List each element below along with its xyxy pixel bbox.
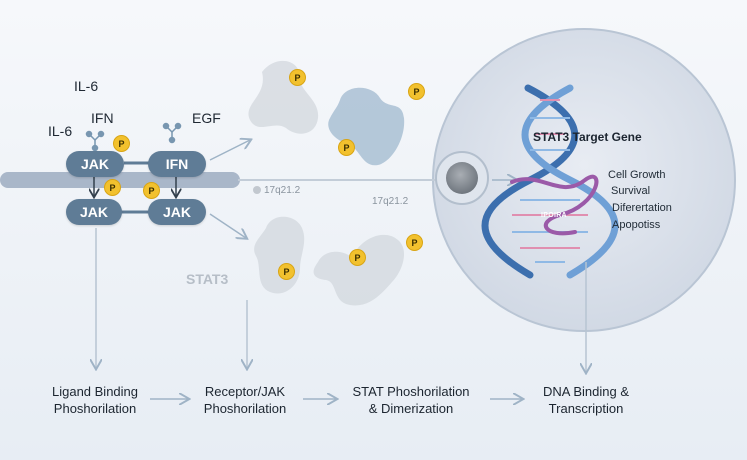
phospho-badge: P — [338, 139, 355, 156]
step-line: DNA Binding & — [543, 384, 629, 399]
stat-monomer-blob — [254, 216, 305, 294]
outcome-apoptosis: Apopotiss — [612, 219, 661, 231]
dna-helix-icon — [481, 84, 619, 279]
outcome-survival: Survival — [611, 185, 651, 197]
step-ligand-binding: Ligand Binding Phoshorilation — [30, 383, 160, 417]
stat-dimer-blob — [313, 234, 405, 306]
outcome-cell-growth: Cell Growth — [608, 169, 666, 181]
phospho-badge: P — [408, 83, 425, 100]
phospho-badge: P — [143, 182, 160, 199]
stat-recruit-arrow — [209, 140, 250, 161]
jak-kinase-pill: JAK — [66, 199, 122, 225]
target-gene-title: STAT3 Target Gene — [533, 130, 642, 144]
step-line: & Dimerization — [368, 401, 454, 416]
stat3-dimer-ribbon — [510, 174, 599, 236]
phospho-badge: P — [289, 69, 306, 86]
phospho-badge: P — [104, 179, 121, 196]
step-line: Ligand Binding — [51, 384, 139, 399]
step-line: STAT Phoshorilation — [352, 384, 470, 399]
phospho-badge: P — [113, 135, 130, 152]
locus-label: 17q21.2 — [264, 185, 301, 196]
ifn-receptor-pill: IFN — [148, 151, 206, 177]
step-stat-dimerization: STAT Phoshorilation & Dimerization — [336, 383, 486, 417]
phospho-badge: P — [349, 249, 366, 266]
locus-marker — [253, 186, 261, 194]
step-line: Phoshorilation — [203, 401, 287, 416]
phospho-badge: P — [278, 263, 295, 280]
ligand-molecule-icon — [85, 130, 105, 152]
ligand-label-egf: EGF — [192, 110, 221, 126]
stat-phospho-blob — [328, 87, 405, 166]
phospho-badge: P — [406, 234, 423, 251]
stat-monomer-blob — [248, 60, 319, 134]
locus-label: 17q21.2 — [372, 196, 409, 207]
ligand-label-il6-left: IL-6 — [48, 123, 73, 139]
step-line: Receptor/JAK — [204, 384, 286, 399]
outcome-differentiation: Diferertation — [612, 202, 672, 214]
ligand-molecule-icon — [162, 122, 182, 144]
jak-receptor-pill: JAK — [66, 151, 124, 177]
jak-kinase-pill: JAK — [148, 199, 206, 225]
step-dna-binding: DNA Binding & Transcription — [522, 383, 650, 417]
dna-tag-label: IPOIRA — [541, 212, 567, 219]
step-line: Phoshorilation — [53, 401, 137, 416]
step-receptor-jak: Receptor/JAK Phoshorilation — [183, 383, 307, 417]
stat3-label: STAT3 — [186, 271, 229, 287]
step-line: Transcription — [548, 401, 624, 416]
stat-recruit-arrow — [209, 213, 246, 238]
ligand-label-il6: IL-6 — [74, 78, 99, 94]
ligand-label-ifn: IFN — [91, 110, 114, 126]
